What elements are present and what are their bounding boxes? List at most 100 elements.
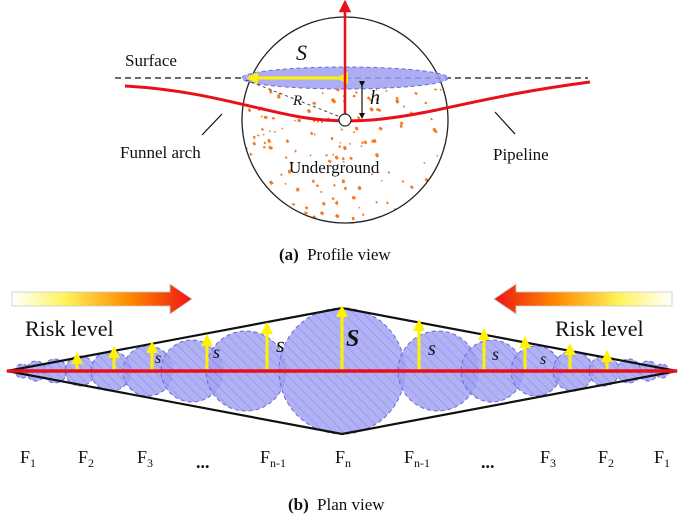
soil-particle bbox=[385, 89, 388, 93]
soil-particle bbox=[341, 179, 345, 184]
plan-caption: (b) Plan view bbox=[288, 495, 385, 514]
soil-particle bbox=[399, 124, 403, 128]
soil-particle bbox=[378, 126, 383, 131]
soil-particle bbox=[312, 101, 317, 105]
soil-particle bbox=[424, 101, 428, 105]
soil-particle bbox=[294, 150, 297, 153]
f-ellipsis-left: ... bbox=[196, 452, 210, 472]
soil-particle bbox=[423, 161, 426, 164]
soil-particle bbox=[351, 216, 355, 221]
circle-labels: s s s S s s s bbox=[155, 326, 546, 368]
soil-particle bbox=[331, 197, 335, 201]
f-label-n: Fn bbox=[335, 447, 351, 470]
soil-particle bbox=[409, 185, 414, 190]
soil-particle bbox=[253, 190, 258, 195]
soil-particle bbox=[401, 179, 405, 183]
f-label-n-1-left: Fn-1 bbox=[260, 447, 286, 470]
soil-particle bbox=[284, 182, 287, 185]
soil-particle bbox=[311, 179, 315, 183]
circle-label-2: s bbox=[213, 342, 220, 362]
circle-label-7: s bbox=[540, 351, 546, 368]
soil-particle bbox=[358, 164, 361, 168]
soil-particle bbox=[414, 91, 418, 96]
circle-label-1: s bbox=[155, 350, 161, 367]
soil-particle bbox=[313, 133, 316, 136]
soil-particle bbox=[333, 184, 336, 187]
soil-particle bbox=[369, 106, 375, 112]
soil-particle bbox=[316, 120, 320, 123]
f-ellipsis-right: ... bbox=[481, 452, 495, 472]
pipeline-label: Pipeline bbox=[493, 145, 549, 164]
soil-particle bbox=[334, 155, 339, 160]
soil-particle bbox=[262, 133, 265, 136]
soil-particle bbox=[395, 96, 399, 100]
soil-particle bbox=[309, 154, 312, 157]
soil-particle bbox=[351, 196, 356, 200]
soil-particle bbox=[374, 152, 380, 158]
soil-particle bbox=[331, 99, 337, 104]
soil-particle bbox=[340, 128, 344, 131]
soil-particle bbox=[342, 157, 345, 161]
risk-arrow-left bbox=[11, 283, 193, 315]
circle-label-4: S bbox=[346, 326, 359, 352]
soil-particle bbox=[371, 139, 376, 143]
funnel-arch-label: Funnel arch bbox=[120, 143, 201, 162]
soil-particle bbox=[334, 201, 339, 206]
soil-particle bbox=[309, 131, 314, 136]
soil-particle bbox=[376, 108, 380, 112]
soil-particle bbox=[285, 139, 290, 144]
soil-particle bbox=[321, 201, 326, 206]
profile-caption: (a) Profile view bbox=[279, 245, 391, 264]
circle-label-6: s bbox=[492, 344, 499, 364]
soil-particle bbox=[260, 127, 265, 132]
soil-particle bbox=[271, 117, 275, 120]
soil-particle bbox=[263, 115, 268, 120]
soil-particle bbox=[436, 154, 439, 157]
soil-particle bbox=[349, 156, 353, 161]
soil-particle bbox=[361, 213, 365, 217]
risk-level-right: Risk level bbox=[555, 316, 644, 341]
soil-particle bbox=[334, 213, 340, 219]
soil-particles bbox=[243, 88, 443, 222]
soil-particle bbox=[354, 91, 358, 94]
soil-particle bbox=[349, 142, 351, 145]
pipe-section bbox=[338, 113, 352, 127]
profile-caption-letter: (a) bbox=[279, 245, 299, 264]
soil-particle bbox=[260, 115, 263, 118]
soil-particle bbox=[403, 105, 405, 108]
soil-particle bbox=[342, 160, 345, 163]
soil-particle bbox=[352, 94, 356, 98]
soil-particle bbox=[434, 88, 438, 91]
soil-particle bbox=[369, 99, 373, 102]
soil-particle bbox=[306, 108, 312, 114]
soil-particle bbox=[288, 169, 292, 174]
radius-line bbox=[245, 79, 344, 119]
soil-particle bbox=[253, 136, 256, 139]
soil-particle bbox=[255, 184, 259, 188]
plan-caption-text: Plan view bbox=[317, 495, 385, 514]
pipeline-leader bbox=[494, 111, 516, 135]
soil-particle bbox=[428, 199, 433, 205]
soil-particle bbox=[327, 159, 332, 164]
soil-particle bbox=[269, 89, 273, 94]
soil-particle bbox=[387, 171, 391, 174]
soil-particle bbox=[249, 152, 253, 156]
soil-particle bbox=[252, 141, 257, 146]
soil-particle bbox=[304, 205, 309, 210]
soil-particle bbox=[399, 121, 404, 125]
soil-particle bbox=[291, 211, 294, 214]
soil-particle bbox=[273, 130, 276, 133]
soil-particle bbox=[411, 211, 415, 216]
soil-particle bbox=[439, 88, 442, 91]
soil-particle bbox=[375, 88, 378, 91]
soil-particle bbox=[354, 126, 359, 131]
soil-particle bbox=[336, 200, 339, 203]
soil-particle bbox=[284, 156, 288, 159]
f-label-3-right: F3 bbox=[540, 447, 556, 470]
soil-particle bbox=[432, 127, 437, 133]
risk-level-left: Risk level bbox=[25, 316, 114, 341]
soil-particle bbox=[360, 145, 363, 148]
soil-particle bbox=[370, 173, 374, 176]
soil-particle bbox=[395, 98, 400, 104]
soil-particle bbox=[438, 204, 441, 207]
